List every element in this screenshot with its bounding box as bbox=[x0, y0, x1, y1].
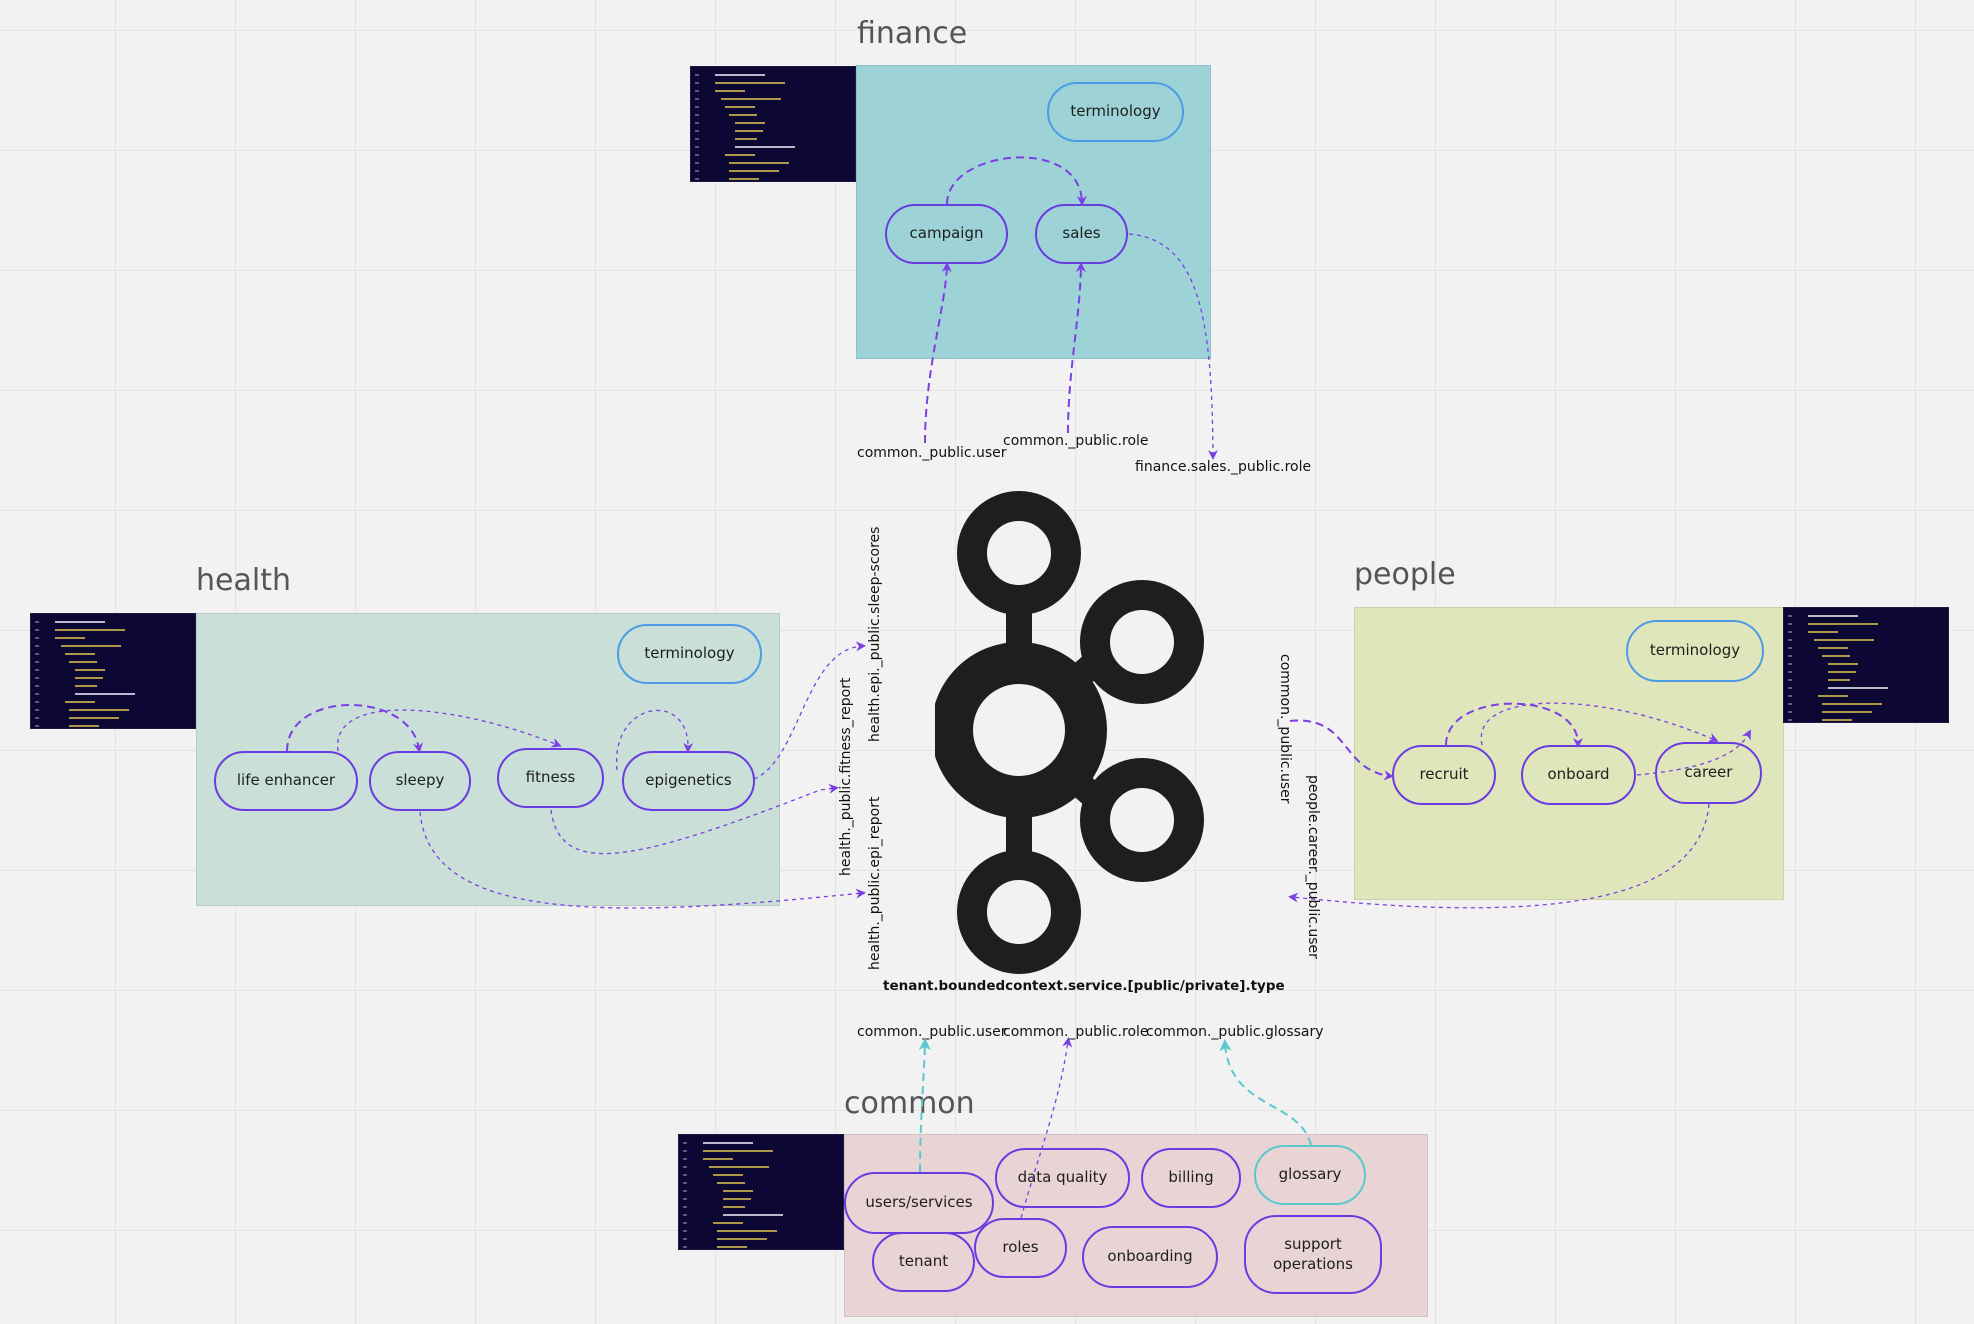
arrow-glossary-topic bbox=[1219, 1039, 1312, 1146]
common-billing-node[interactable]: billing bbox=[1141, 1148, 1241, 1208]
health-sleepy-node[interactable]: sleepy bbox=[369, 751, 471, 811]
code-snippet-icon bbox=[678, 1134, 844, 1250]
code-snippet-icon bbox=[1783, 607, 1949, 723]
people-career-node[interactable]: career bbox=[1655, 742, 1762, 804]
finance-sales-role-topic: finance.sales._public.role bbox=[1135, 459, 1312, 475]
common-users-services-node[interactable]: users/services bbox=[844, 1172, 994, 1234]
health-title: health bbox=[196, 563, 291, 598]
health-sleep-scores-topic: health.epi._public.sleep-scores bbox=[867, 526, 883, 742]
finance-common-user-topic: common._public.user bbox=[857, 445, 1007, 461]
common-onboarding-label: onboarding bbox=[1107, 1247, 1193, 1266]
code-snippet-icon bbox=[30, 613, 196, 729]
common-roles-node[interactable]: roles bbox=[974, 1218, 1067, 1278]
common-role-topic: common._public.role bbox=[1003, 1024, 1149, 1040]
common-title: common bbox=[844, 1086, 975, 1121]
common-data-quality-node[interactable]: data quality bbox=[995, 1148, 1130, 1208]
finance-title: finance bbox=[857, 16, 968, 51]
finance-terminology-node[interactable]: terminology bbox=[1047, 82, 1184, 142]
code-snippet-icon bbox=[690, 66, 856, 182]
health-terminology-node[interactable]: terminology bbox=[617, 624, 762, 684]
people-title: people bbox=[1354, 557, 1456, 592]
health-epigenetics-node[interactable]: epigenetics bbox=[622, 751, 755, 811]
health-epi-report-topic: health._public.epi_report bbox=[867, 796, 883, 971]
common-glossary-topic: common._public.glossary bbox=[1146, 1024, 1324, 1040]
common-tenant-node[interactable]: tenant bbox=[872, 1232, 975, 1292]
health-fitness-report-topic: health._public.fitness_report bbox=[838, 677, 854, 876]
common-user-topic: common._public.user bbox=[857, 1024, 1007, 1040]
finance-campaign-node[interactable]: campaign bbox=[885, 204, 1008, 264]
kafka-logo-icon bbox=[935, 491, 1204, 974]
health-fitness-node[interactable]: fitness bbox=[497, 748, 604, 808]
support-label: support bbox=[1284, 1235, 1342, 1253]
people-onboard-node[interactable]: onboard bbox=[1521, 745, 1636, 805]
common-onboarding-node[interactable]: onboarding bbox=[1082, 1226, 1218, 1288]
health-life-enhancer-node[interactable]: life enhancer bbox=[214, 751, 358, 811]
finance-sales-node[interactable]: sales bbox=[1035, 204, 1128, 264]
people-common-user-topic: common._public.user bbox=[1277, 654, 1293, 804]
people-career-user-topic: people.career._public.user bbox=[1305, 775, 1321, 959]
naming-convention-label: tenant.boundedcontext.service.[public/pr… bbox=[883, 978, 1285, 994]
common-support-operations-node[interactable]: support operations bbox=[1244, 1215, 1382, 1294]
people-terminology-node[interactable]: terminology bbox=[1626, 620, 1764, 682]
finance-common-role-topic: common._public.role bbox=[1003, 433, 1149, 449]
operations-label: operations bbox=[1273, 1254, 1353, 1273]
common-glossary-node[interactable]: glossary bbox=[1254, 1145, 1366, 1205]
people-recruit-node[interactable]: recruit bbox=[1392, 745, 1496, 805]
